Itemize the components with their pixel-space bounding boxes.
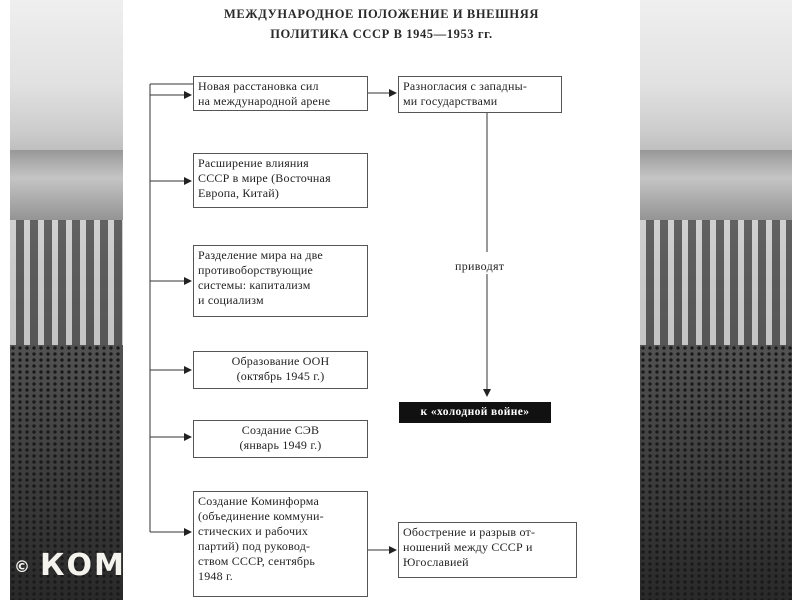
box-line: (объединение коммуни- (198, 509, 324, 523)
watermark-text: КОМ (40, 548, 126, 583)
photo-roof (10, 150, 123, 220)
box-line: Расширение влияния (198, 156, 309, 170)
box-line: ми государствами (403, 94, 498, 108)
lead-label: приводят (455, 259, 505, 273)
box-line: СССР в мире (Восточная (198, 171, 331, 185)
box-line: ством СССР, сентябрь (198, 554, 316, 568)
box-line: на международной арене (198, 94, 331, 108)
box-un: Образование ООН (октябрь 1945 г.) (193, 351, 368, 389)
box-line: Образование ООН (231, 354, 330, 368)
box-line: Европа, Китай) (198, 186, 280, 200)
photo-colonnade (10, 220, 123, 345)
box-influence: Расширение влияния СССР в мире (Восточна… (193, 153, 368, 208)
cold-war-result: к «холодной войне» (399, 402, 551, 423)
watermark-copyright: © (14, 557, 32, 576)
diagram-title: МЕЖДУНАРОДНОЕ ПОЛОЖЕНИЕ И ВНЕШНЯЯ ПОЛИТИ… (123, 4, 640, 44)
box-disagreements: Разногласия с западны- ми государствами (398, 76, 562, 113)
box-line: ношений между СССР и (403, 540, 533, 554)
box-line: и социализм (198, 293, 264, 307)
background-photo-left (10, 0, 123, 600)
box-new-alignment: Новая расстановка сил на международной а… (193, 76, 368, 111)
box-line: партий) под руковод- (198, 539, 311, 553)
watermark: © КОМ (14, 548, 126, 583)
box-line: Югославией (403, 555, 469, 569)
box-cominform: Создание Коминформа (объединение коммуни… (193, 491, 368, 597)
box-line: (январь 1949 г.) (239, 438, 322, 452)
background-photo-right (640, 0, 792, 600)
title-line-2: ПОЛИТИКА СССР В 1945—1953 гг. (270, 27, 493, 41)
box-line: Создание СЭВ (241, 423, 320, 437)
box-line: Создание Коминформа (198, 494, 319, 508)
box-line: Обострение и разрыв от- (403, 525, 536, 539)
box-line: стических и рабочих (198, 524, 309, 538)
box-line: (октябрь 1945 г.) (236, 369, 325, 383)
box-line: Разделение мира на две (198, 248, 323, 262)
box-comecon: Создание СЭВ (январь 1949 г.) (193, 420, 368, 458)
box-line: системы: капитализм (198, 278, 311, 292)
box-line: 1948 г. (198, 569, 233, 583)
box-line: Новая расстановка сил (198, 79, 319, 93)
box-division: Разделение мира на две противоборствующи… (193, 245, 368, 317)
photo-crowd (640, 345, 792, 600)
photo-crowd (10, 345, 123, 600)
box-line: Разногласия с западны- (403, 79, 528, 93)
title-line-1: МЕЖДУНАРОДНОЕ ПОЛОЖЕНИЕ И ВНЕШНЯЯ (223, 7, 540, 21)
box-line: противоборствующие (198, 263, 313, 277)
photo-colonnade (640, 220, 792, 345)
box-yugoslavia: Обострение и разрыв от- ношений между СС… (398, 522, 577, 578)
photo-roof (640, 150, 792, 220)
